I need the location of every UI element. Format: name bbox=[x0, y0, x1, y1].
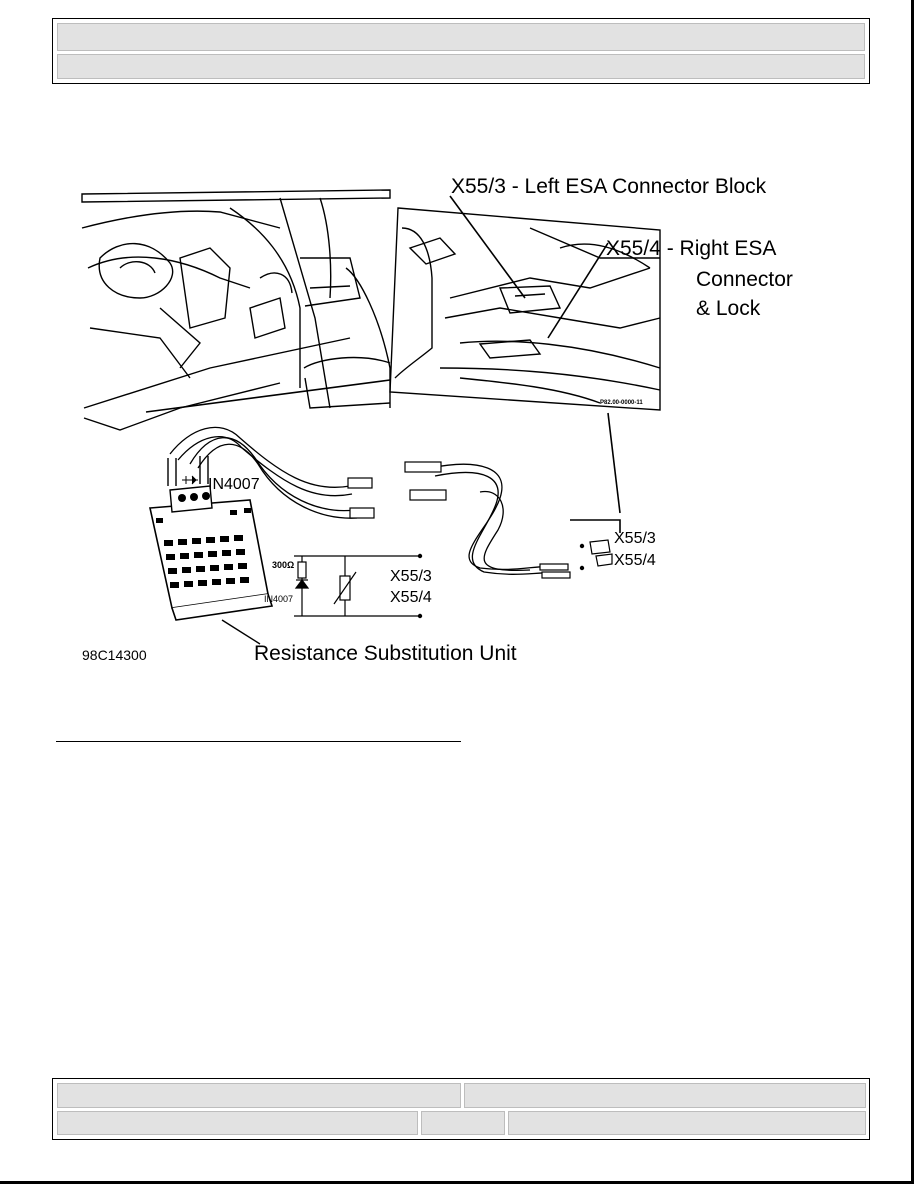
vehicle-interior-sketch bbox=[81, 189, 391, 431]
label-schematic-x553: X55/3 bbox=[390, 568, 432, 585]
schematic-diagram bbox=[294, 553, 423, 619]
header-row-2 bbox=[57, 54, 865, 79]
figure-drawing bbox=[81, 189, 661, 645]
label-diode-top: IN4007 bbox=[208, 476, 260, 493]
label-x554-line1: X55/4 - Right ESA bbox=[606, 237, 777, 260]
resistance-unit-body bbox=[149, 456, 274, 645]
label-resistance-unit: Resistance Substitution Unit bbox=[254, 642, 517, 665]
header-row-1 bbox=[57, 23, 865, 51]
label-figure-code: 98C14300 bbox=[82, 647, 147, 663]
header-table bbox=[52, 18, 870, 84]
label-connector-x554: X55/4 bbox=[614, 552, 656, 569]
label-diode-schematic: IN4007 bbox=[264, 594, 294, 604]
footer-table bbox=[52, 1078, 870, 1140]
footer-right-top bbox=[464, 1083, 866, 1108]
cable-plugs bbox=[347, 461, 571, 579]
label-x554-line2: Connector bbox=[696, 268, 793, 291]
label-x554-line3: & Lock bbox=[696, 297, 761, 320]
connector-sketch bbox=[579, 539, 613, 571]
leader-lines bbox=[145, 195, 621, 533]
label-x553-block: X55/3 - Left ESA Connector Block bbox=[451, 175, 767, 198]
label-resistor: 300Ω bbox=[272, 560, 295, 570]
label-schematic-x554: X55/4 bbox=[390, 589, 432, 606]
footer-left-bottom bbox=[57, 1111, 418, 1135]
label-connector-x553: X55/3 bbox=[614, 530, 656, 547]
esa-connector-figure: X55/3 - Left ESA Connector Block X55/4 -… bbox=[60, 168, 860, 678]
footer-right-bottom bbox=[508, 1111, 866, 1135]
footer-mid-bottom bbox=[421, 1111, 505, 1135]
test-cables bbox=[169, 426, 563, 575]
connector-inset-sketch bbox=[389, 207, 661, 411]
section-rule bbox=[56, 741, 461, 742]
footer-left-top bbox=[57, 1083, 461, 1108]
label-photo-code: P82.00-0000-11 bbox=[600, 400, 643, 406]
